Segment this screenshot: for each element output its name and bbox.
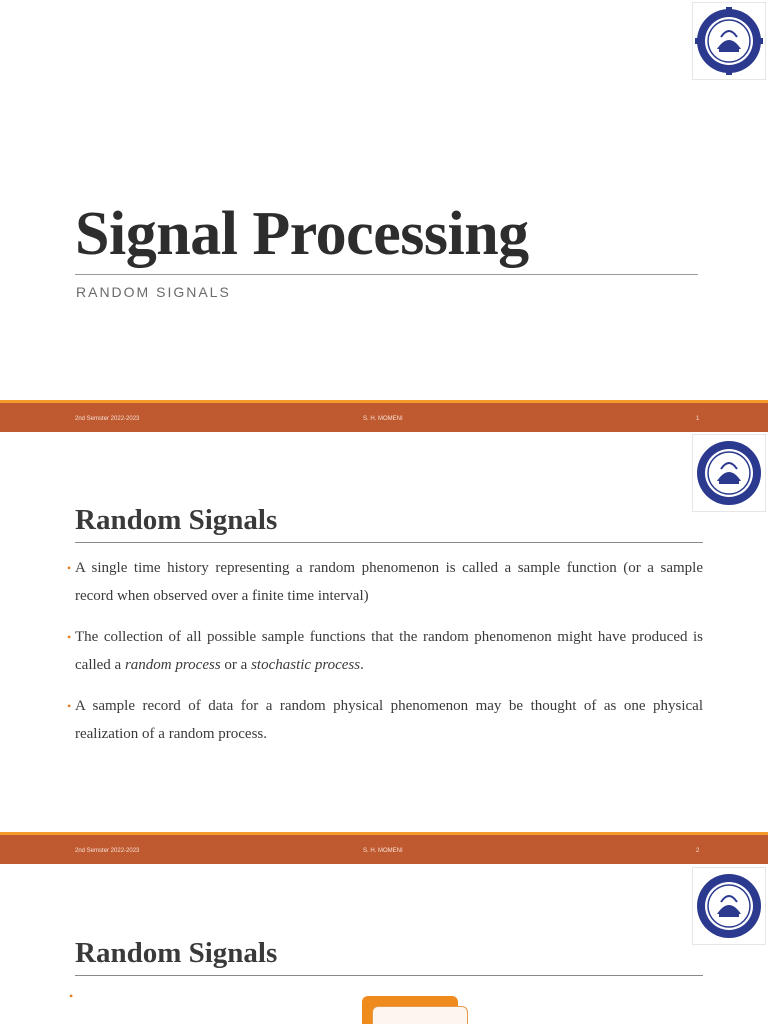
- bullet-icon: •: [67, 561, 72, 575]
- footer-page-number: 2: [696, 848, 700, 854]
- presentation-subtitle: RANDOM SIGNALS: [76, 284, 231, 300]
- presentation-title: Signal Processing: [75, 200, 529, 268]
- slide-2: Random Signals • A single time history r…: [0, 432, 768, 865]
- footer-author: S. H. MOMENI: [363, 848, 403, 854]
- footer-page-number: 1: [696, 416, 700, 422]
- bullet-text: .: [360, 657, 364, 673]
- slide-heading: Random Signals: [75, 937, 278, 969]
- slide-3: Random Signals •: [0, 865, 768, 1024]
- term-random-process: random process: [124, 657, 221, 673]
- university-logo-icon: [692, 867, 766, 945]
- university-seal-icon: [697, 441, 761, 505]
- term-stochastic-process: stochastic process: [251, 657, 361, 673]
- university-logo-icon: [692, 2, 766, 80]
- bullet-text: A single time history representing a ran…: [75, 560, 703, 604]
- footer-semester: 2nd Semster 2022-2023: [75, 848, 140, 854]
- bullet-item: • The collection of all possible sample …: [67, 623, 703, 679]
- bullet-item: • A single time history representing a r…: [67, 554, 703, 610]
- university-seal-icon: [695, 7, 763, 75]
- diagram-block-front: [372, 1006, 468, 1024]
- slide-footer: 2nd Semster 2022-2023 S. H. MOMENI 2: [0, 832, 768, 864]
- slide-heading: Random Signals: [75, 504, 278, 536]
- heading-divider: [75, 542, 703, 543]
- university-seal-icon: [697, 874, 761, 938]
- university-logo-icon: [692, 434, 766, 512]
- heading-divider: [75, 975, 703, 976]
- bullet-text: or a: [220, 657, 252, 673]
- slide-1: Signal Processing RANDOM SIGNALS 2nd Sem…: [0, 0, 768, 432]
- bullet-text: A sample record of data for a random phy…: [75, 698, 703, 742]
- bullet-text: The collection of all possible sample fu…: [75, 629, 703, 673]
- footer-semester: 2nd Semster 2022-2023: [75, 416, 140, 422]
- bullet-icon: •: [67, 630, 72, 644]
- bullet-icon: •: [67, 699, 72, 713]
- bullet-item: • A sample record of data for a random p…: [67, 692, 703, 748]
- footer-author: S. H. MOMENI: [363, 416, 403, 422]
- slide-footer: 2nd Semster 2022-2023 S. H. MOMENI 1: [0, 400, 768, 432]
- bullet-list: • A single time history representing a r…: [67, 554, 703, 761]
- title-divider: [75, 274, 698, 275]
- bullet-icon: •: [69, 989, 74, 1003]
